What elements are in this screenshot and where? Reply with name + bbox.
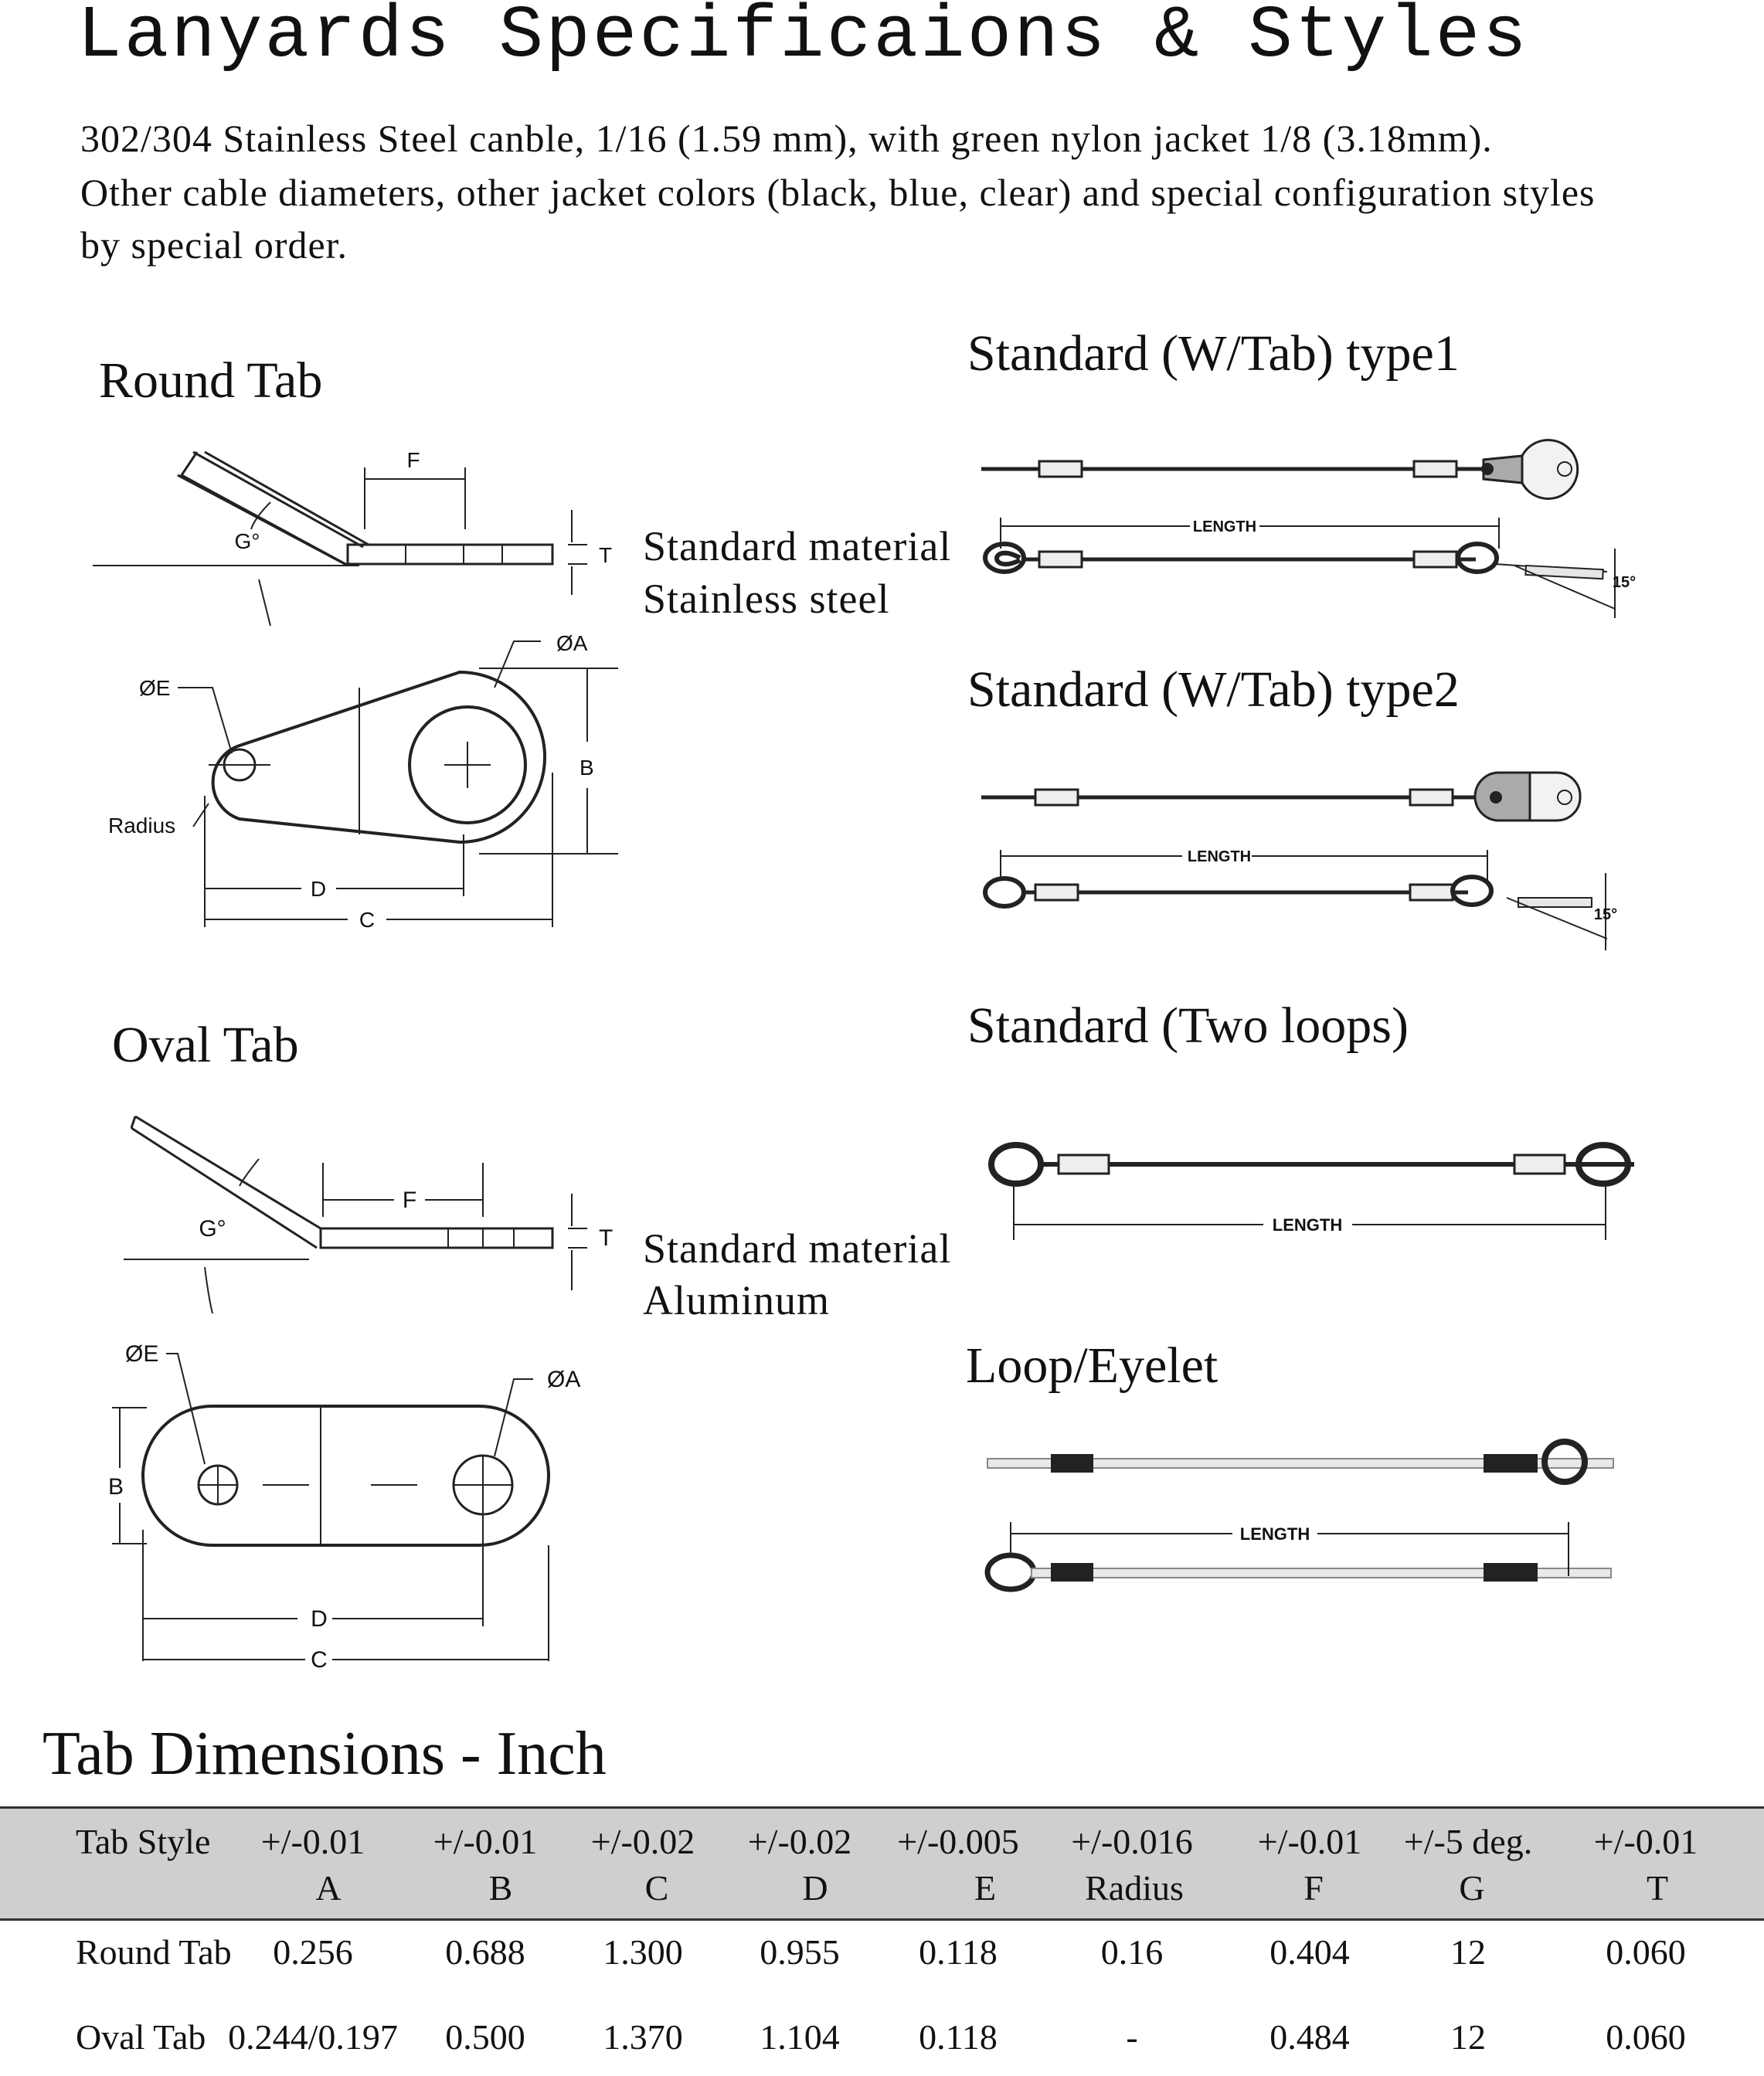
header-tolerance-5: +/-0.005	[897, 1822, 1019, 1861]
header-name-7: F	[1303, 1868, 1324, 1908]
style-type1-length: LENGTH	[1193, 518, 1256, 535]
table-cell: 0.16	[1100, 1932, 1164, 1972]
round-tab-drawing: F G° T ØA ØE B Radius D C	[93, 448, 618, 932]
style-type1-angle: 15°	[1613, 574, 1636, 591]
header-tolerance-2: +/-0.01	[433, 1822, 538, 1861]
style-type2-angle: 15°	[1594, 906, 1617, 923]
oval-tab-dim-b: B	[108, 1474, 124, 1500]
style-type1-title: Standard (W/Tab) type1	[967, 325, 1460, 382]
table-cell: 0.500	[445, 2017, 525, 2057]
header-tolerance-0: Tab Style	[76, 1822, 211, 1861]
table-cell: 0.404	[1269, 1932, 1350, 1972]
style-loop-eyelet-length: LENGTH	[1240, 1524, 1310, 1544]
style-two-loops-drawing: LENGTH	[988, 1142, 1634, 1240]
header-tolerance-8: +/-5 deg.	[1403, 1822, 1533, 1861]
table-cell: 0.060	[1606, 1932, 1686, 1972]
header-tolerance-3: +/-0.02	[590, 1822, 695, 1861]
oval-tab-dim-f: F	[403, 1187, 416, 1213]
intro-line-3: by special order.	[80, 223, 348, 267]
table-cell: 1.370	[603, 2017, 683, 2057]
oval-tab-dim-e: ØE	[125, 1341, 158, 1367]
table-cell: 0.256	[273, 1932, 353, 1972]
round-tab-title: Round Tab	[99, 352, 323, 409]
round-tab-dim-e: ØE	[139, 676, 170, 700]
table-cell: 0.688	[445, 1932, 525, 1972]
header-name-4: D	[802, 1868, 828, 1908]
table-cell: 0.955	[760, 1932, 840, 1972]
round-tab-dim-g: G°	[235, 529, 260, 553]
header-tolerance-9: +/-0.01	[1593, 1822, 1698, 1861]
style-two-loops-length: LENGTH	[1273, 1215, 1342, 1235]
intro-line-2: Other cable diameters, other jacket colo…	[80, 171, 1596, 214]
table-cell: 0.060	[1606, 2017, 1686, 2057]
round-tab-material-label: Standard material	[643, 523, 952, 569]
table-cell: -	[1126, 2017, 1138, 2057]
style-type2-drawing: LENGTH 15°	[981, 771, 1617, 950]
oval-tab-dim-t: T	[599, 1225, 613, 1251]
header-tolerance-7: +/-0.01	[1257, 1822, 1362, 1861]
oval-tab-material-label: Standard material	[643, 1225, 952, 1272]
header-name-2: B	[488, 1868, 513, 1908]
table-cell: 12	[1450, 1932, 1486, 1972]
style-loop-eyelet-drawing: LENGTH	[984, 1439, 1614, 1592]
table-cell: 0.244/0.197	[228, 2017, 398, 2057]
header-name-6: Radius	[1085, 1868, 1184, 1908]
table-cell: Oval Tab	[76, 2017, 206, 2057]
page-title: Lanyards Specificaions & Styles	[77, 0, 1529, 78]
round-tab-dim-b: B	[580, 756, 594, 780]
oval-tab-material-value: Aluminum	[643, 1277, 831, 1323]
header-tolerance-4: +/-0.02	[747, 1822, 852, 1861]
round-tab-dim-t: T	[599, 543, 612, 567]
table-cell: 0.118	[919, 1932, 998, 1972]
intro-line-1: 302/304 Stainless Steel canble, 1/16 (1.…	[80, 117, 1493, 160]
oval-tab-dim-c: C	[311, 1647, 328, 1673]
table-cell: 0.484	[1269, 2017, 1350, 2057]
table-cell: 1.104	[760, 2017, 840, 2057]
oval-tab-dim-g: G°	[199, 1216, 226, 1242]
style-loop-eyelet-title: Loop/Eyelet	[966, 1337, 1218, 1394]
round-tab-dim-a: ØA	[556, 631, 588, 655]
round-tab-dim-f: F	[406, 448, 420, 472]
oval-tab-title: Oval Tab	[112, 1017, 299, 1073]
header-name-5: E	[974, 1868, 997, 1908]
round-tab-dim-c: C	[359, 908, 375, 932]
oval-tab-dim-d: D	[311, 1606, 328, 1632]
style-type1-drawing: LENGTH 15°	[981, 439, 1636, 618]
header-tolerance-6: +/-0.016	[1071, 1822, 1193, 1861]
round-tab-dim-radius: Radius	[108, 814, 175, 838]
oval-tab-dim-a: ØA	[547, 1367, 580, 1392]
style-type2-title: Standard (W/Tab) type2	[967, 661, 1460, 718]
header-name-3: C	[644, 1868, 669, 1908]
round-tab-material-value: Stainless steel	[643, 576, 890, 622]
table-cell: 0.118	[919, 2017, 998, 2057]
header-name-9: T	[1646, 1868, 1669, 1908]
header-name-8: G	[1459, 1868, 1485, 1908]
table-cell: Round Tab	[76, 1932, 232, 1972]
header-tolerance-1: +/-0.01	[260, 1822, 365, 1861]
table-header	[0, 1806, 1764, 1921]
table-cell: 1.300	[603, 1932, 683, 1972]
header-name-1: A	[315, 1868, 342, 1908]
table-title: Tab Dimensions - Inch	[42, 1720, 607, 1788]
oval-tab-drawing: F G° T ØE ØA B D C	[108, 1115, 613, 1673]
round-tab-dim-d: D	[311, 877, 326, 901]
style-type2-length: LENGTH	[1188, 848, 1251, 865]
style-two-loops-title: Standard (Two loops)	[967, 997, 1409, 1054]
table-cell: 12	[1450, 2017, 1486, 2057]
